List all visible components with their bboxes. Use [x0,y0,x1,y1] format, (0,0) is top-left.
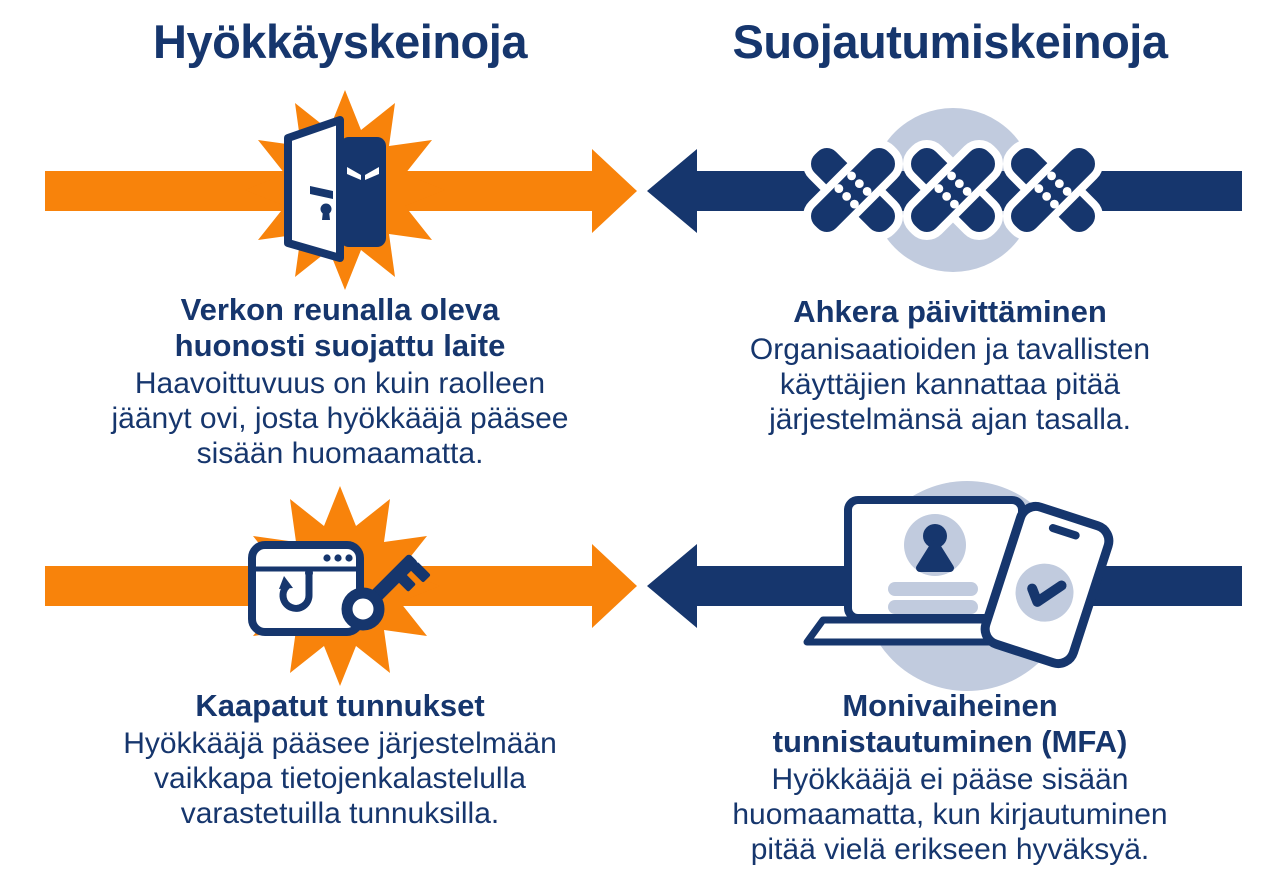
door-handle [310,186,333,199]
attack-1-textblock: Verkon reunalla oleva huonosti suojattu … [40,292,640,471]
attack-1-description: Haavoittuvuus on kuin raolleen jäänyt ov… [111,367,569,470]
key [341,554,431,631]
fishing-hook [279,567,313,612]
login-field-bar [888,600,978,614]
defense-2-title: Monivaiheinen tunnistautuminen (MFA) [772,688,1128,759]
intruder-left-eye [347,167,361,180]
attack-1-title: Verkon reunalla oleva huonosti suojattu … [174,292,506,363]
security-patches-icon [803,140,1103,240]
patch-cross-1 [803,140,903,240]
laptop-base [803,616,1015,646]
door-keyhole-tail [322,211,330,220]
attack-2-title: Kaapatut tunnukset [195,688,485,723]
doorway-intruder [340,137,386,247]
login-field-bar [888,582,978,596]
phone-speaker [1048,524,1080,540]
intruder-right-eye [365,167,379,180]
avatar-body [916,540,954,572]
browser-dot [334,554,342,562]
browser-dot [323,554,331,562]
defense-1-description: Organisaatioiden ja tavallisten käyttäji… [749,333,1151,436]
defense-2-description: Hyökkääjä ei pääse sisään huomaamatta, k… [732,763,1168,866]
smartphone [980,501,1114,669]
open-door-intruder-icon [245,90,445,290]
defense-1-textblock: Ahkera päivittäminen Organisaatioiden ja… [650,294,1250,437]
phishing-hook-and-key-icon [240,486,440,686]
mfa-laptop-phone-icon [803,496,1114,669]
browser-dot [345,554,353,562]
patch-cross-2 [903,140,1003,240]
attack-column-heading: Hyökkäyskeinoja [153,15,527,68]
attack-2-description: Hyökkääjä pääsee järjestelmään vaikkapa … [123,727,557,830]
defense-column-heading: Suojautumiskeinoja [732,15,1168,68]
defense-1-title: Ahkera päivittäminen [793,294,1107,329]
patch-cross-3 [1003,140,1103,240]
avatar-head [923,524,947,548]
checkmark-icon [1027,580,1067,607]
defense-2-textblock: Monivaiheinen tunnistautuminen (MFA) Hyö… [650,688,1250,867]
open-door [284,116,344,262]
attack-2-textblock: Kaapatut tunnukset Hyökkääjä pääsee järj… [40,688,640,831]
